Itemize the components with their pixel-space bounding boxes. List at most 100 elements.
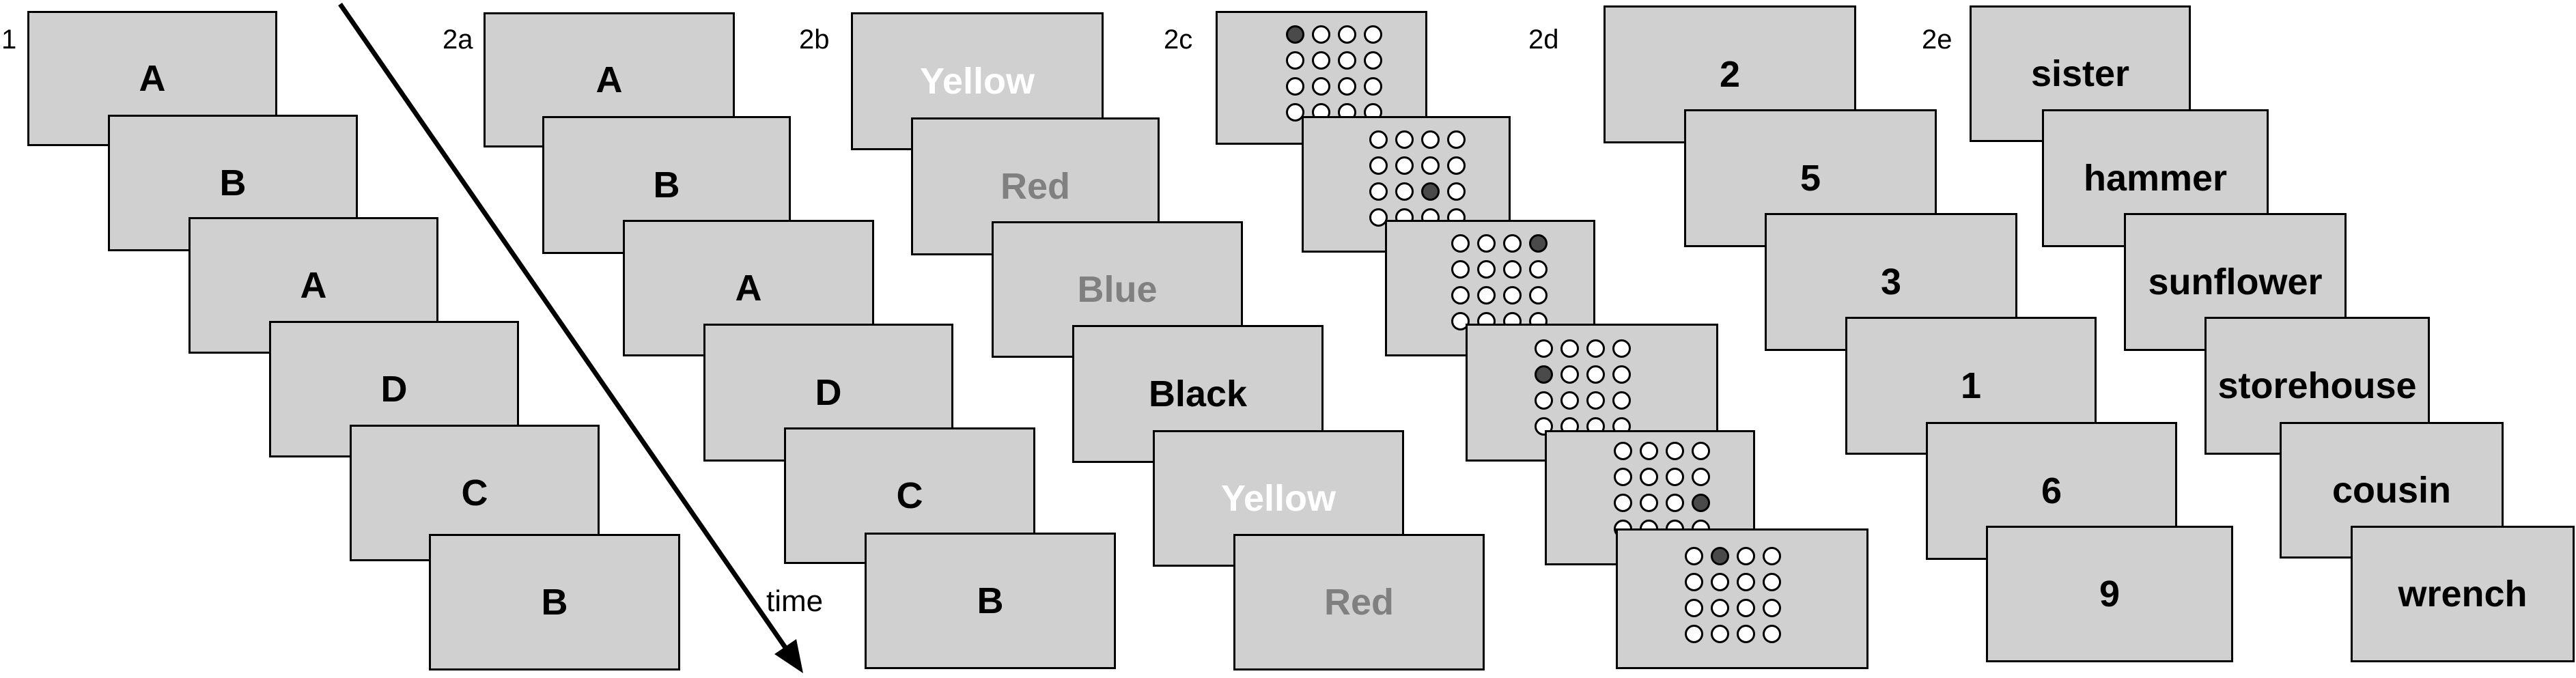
grid-dot bbox=[1447, 182, 1466, 201]
grid-dot bbox=[1312, 51, 1330, 70]
grid-dot bbox=[1447, 156, 1466, 175]
highlighted-dot bbox=[1421, 182, 1440, 201]
card-letter: D bbox=[815, 372, 842, 413]
grid-dot bbox=[1535, 417, 1553, 436]
grid-dot bbox=[1364, 25, 1382, 44]
card-letter: B bbox=[219, 163, 247, 203]
card-digit: 9 bbox=[2099, 574, 2120, 615]
grid-dot bbox=[1395, 182, 1414, 201]
grid-dot bbox=[1685, 599, 1703, 617]
card-word: sister bbox=[2030, 53, 2130, 94]
grid-dot bbox=[1535, 391, 1553, 410]
card-letter: A bbox=[300, 265, 327, 306]
card-word: storehouse bbox=[2217, 365, 2417, 406]
stimulus-card: wrench bbox=[2351, 526, 2575, 662]
card-word: hammer bbox=[2083, 158, 2228, 199]
grid-dot bbox=[1612, 339, 1631, 358]
highlighted-dot bbox=[1535, 365, 1553, 384]
card-digit: 3 bbox=[1880, 262, 1902, 302]
time-label: time bbox=[766, 584, 824, 618]
color-word: Blue bbox=[1077, 269, 1158, 310]
color-word: Red bbox=[1324, 582, 1394, 623]
stimulus-card: B bbox=[865, 533, 1116, 669]
panel-label-2e: 2e bbox=[1922, 25, 1952, 55]
card-digit: 5 bbox=[1800, 158, 1821, 199]
stimulus-card: Red bbox=[1233, 534, 1485, 670]
grid-dot bbox=[1692, 468, 1710, 486]
grid-dot bbox=[1685, 547, 1703, 565]
grid-dot bbox=[1535, 339, 1553, 358]
grid-dot bbox=[1711, 625, 1729, 643]
grid-dot bbox=[1369, 182, 1388, 201]
grid-dot bbox=[1395, 156, 1414, 175]
panel-label-2d: 2d bbox=[1528, 25, 1559, 55]
grid-dot bbox=[1477, 260, 1496, 279]
grid-dot bbox=[1666, 468, 1684, 486]
grid-dot bbox=[1503, 260, 1522, 279]
grid-dot bbox=[1737, 625, 1755, 643]
grid-dot bbox=[1369, 130, 1388, 149]
grid-dot bbox=[1737, 573, 1755, 591]
grid-dot bbox=[1421, 130, 1440, 149]
grid-dot bbox=[1364, 51, 1382, 70]
color-word: Black bbox=[1148, 373, 1248, 414]
card-digit: 6 bbox=[2041, 470, 2062, 511]
grid-dot bbox=[1763, 573, 1781, 591]
card-letter: B bbox=[541, 582, 568, 623]
stimulus-card: 9 bbox=[1986, 526, 2233, 662]
grid-dot bbox=[1612, 365, 1631, 384]
grid-dot bbox=[1529, 286, 1548, 305]
grid-dot bbox=[1640, 442, 1658, 460]
grid-dot bbox=[1586, 365, 1605, 384]
grid-dot bbox=[1711, 573, 1729, 591]
grid-dot bbox=[1451, 234, 1470, 253]
grid-dot bbox=[1666, 494, 1684, 512]
grid-dot bbox=[1586, 391, 1605, 410]
grid-dot bbox=[1666, 442, 1684, 460]
grid-dot bbox=[1763, 599, 1781, 617]
grid-dot bbox=[1737, 547, 1755, 565]
color-word: Yellow bbox=[1220, 478, 1336, 519]
grid-dot bbox=[1503, 234, 1522, 253]
card-digit: 1 bbox=[1960, 365, 1982, 406]
grid-dot bbox=[1685, 625, 1703, 643]
grid-dot bbox=[1614, 442, 1632, 460]
card-word: sunflower bbox=[2148, 262, 2323, 302]
grid-dot bbox=[1447, 130, 1466, 149]
grid-dot bbox=[1763, 625, 1781, 643]
grid-dot bbox=[1286, 51, 1304, 70]
grid-dot bbox=[1477, 234, 1496, 253]
grid-dot bbox=[1640, 494, 1658, 512]
grid-dot bbox=[1421, 156, 1440, 175]
grid-dot bbox=[1338, 25, 1356, 44]
card-word: wrench bbox=[2398, 574, 2528, 615]
color-word: Yellow bbox=[919, 61, 1035, 102]
grid-dot bbox=[1640, 468, 1658, 486]
card-letter: A bbox=[139, 58, 166, 99]
card-letter: B bbox=[977, 580, 1004, 621]
card-word: cousin bbox=[2332, 470, 2452, 511]
grid-dot bbox=[1451, 286, 1470, 305]
panel-label-1: 1 bbox=[1, 25, 17, 55]
grid-dot bbox=[1369, 208, 1388, 227]
panel-label-2c: 2c bbox=[1164, 25, 1193, 55]
grid-dot bbox=[1286, 103, 1304, 122]
grid-dot bbox=[1586, 339, 1605, 358]
panel-label-2a: 2a bbox=[443, 25, 473, 55]
card-letter: D bbox=[380, 369, 408, 410]
card-letter: A bbox=[596, 59, 623, 100]
grid-dot bbox=[1560, 365, 1579, 384]
stimulus-card: B bbox=[429, 534, 680, 670]
grid-dot bbox=[1395, 130, 1414, 149]
highlighted-dot bbox=[1692, 494, 1710, 512]
grid-dot bbox=[1503, 286, 1522, 305]
grid-dot bbox=[1364, 77, 1382, 96]
grid-dot bbox=[1560, 391, 1579, 410]
highlighted-dot bbox=[1529, 234, 1548, 253]
grid-dot bbox=[1451, 312, 1470, 330]
grid-dot bbox=[1685, 573, 1703, 591]
grid-dot bbox=[1286, 77, 1304, 96]
grid-dot bbox=[1369, 156, 1388, 175]
card-letter: A bbox=[735, 268, 762, 309]
